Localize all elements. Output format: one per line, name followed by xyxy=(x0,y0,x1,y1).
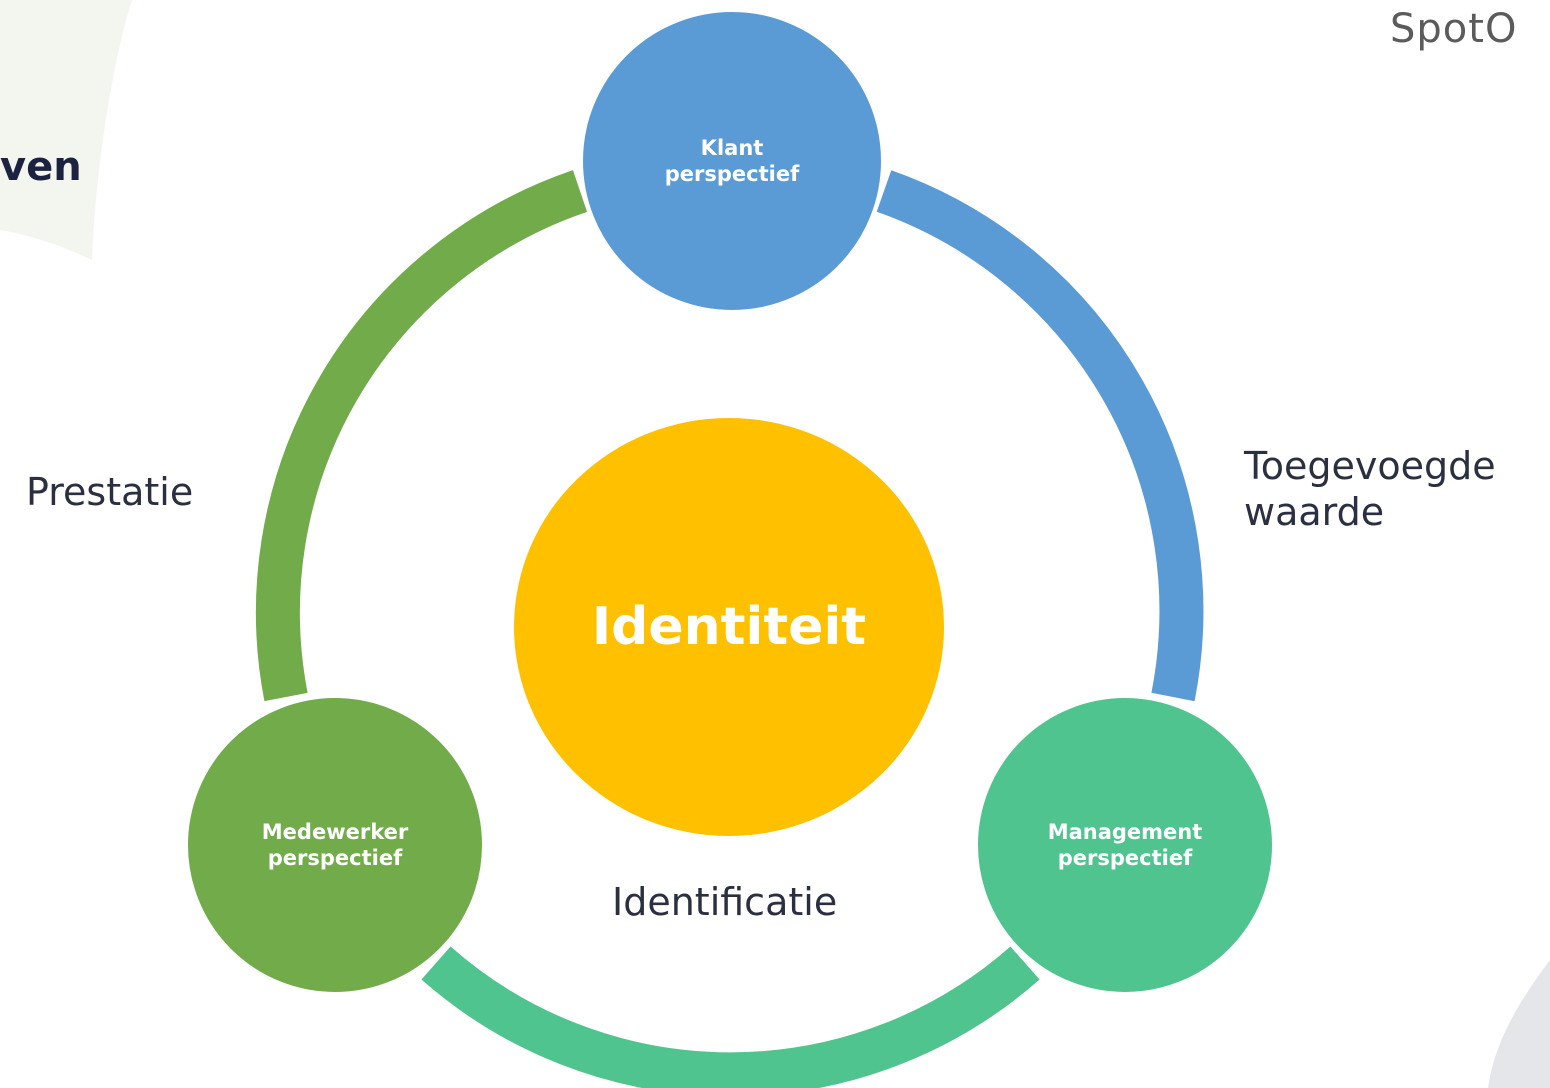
node-klant-perspectief: Klant perspectief xyxy=(579,8,885,314)
arc-toegevoegde-waarde xyxy=(876,170,1204,702)
arc-identificatie xyxy=(421,946,1040,1088)
page-title-line-2: ven xyxy=(0,144,82,190)
node-management-label: Management perspectief xyxy=(1047,819,1203,870)
node-management-perspectief: Management perspectief xyxy=(974,694,1276,996)
node-identiteit: Identiteit xyxy=(514,418,944,836)
brand-logo: SpotO xyxy=(1390,6,1518,52)
node-medewerker-perspectief: Medewerker perspectief xyxy=(184,694,486,996)
edge-label-toegevoegde-waarde: Toegevoegde waarde xyxy=(1244,444,1496,534)
background-decoration-topleft xyxy=(0,0,132,260)
edge-label-prestatie: Prestatie xyxy=(26,470,194,514)
edge-label-identificatie: Identificatie xyxy=(612,880,838,924)
node-klant-label: Klant perspectief xyxy=(664,135,800,186)
background-decoration-bottomright xyxy=(1488,960,1550,1088)
node-medewerker-label: Medewerker perspectief xyxy=(261,819,409,870)
arc-prestatie xyxy=(255,170,588,702)
node-center-label: Identiteit xyxy=(591,597,867,657)
